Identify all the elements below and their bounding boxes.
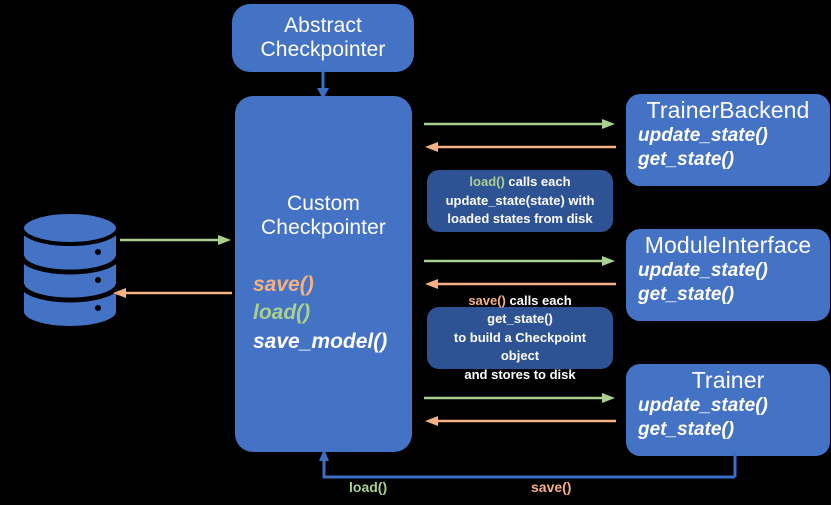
node-trainer[interactable]: Trainer update_state() get_state() [626,364,830,456]
arrow-green-to-trainer [424,392,616,406]
trainer-backend-title: TrainerBackend [646,97,810,123]
callout-save: save() calls each get_state() to build a… [427,293,613,382]
trainer-method-get-state[interactable]: get_state() [638,419,735,441]
trainer-backend-method-get-state[interactable]: get_state() [638,149,735,171]
abstract-checkpointer-title-line1: Abstract [284,14,362,38]
arrow-green-database-to-checkpointer [120,234,232,248]
method-save-model[interactable]: save_model() [253,329,388,353]
callout-load-line2: update_state(state) with [445,192,595,208]
custom-checkpointer-title: Custom Checkpointer [235,192,412,239]
trainer-methods: update_state() get_state() [626,394,830,443]
callout-load-keyword: load() [469,174,505,190]
connector-abstract-to-custom [310,70,336,100]
callout-save-text: save() calls each get_state() to build a… [435,292,605,384]
trainer-title: Trainer [691,367,765,393]
edge-label-load: load() [349,479,388,495]
callout-save-line3: and stores to disk [464,366,576,382]
module-interface-method-get-state[interactable]: get_state() [638,284,735,306]
module-interface-methods: update_state() get_state() [626,259,830,308]
database-cylinder-icon [18,210,122,330]
connector-trainer-to-custom-checkpointer [318,448,738,498]
node-module-interface[interactable]: ModuleInterface update_state() get_state… [626,229,830,321]
method-load[interactable]: load() [253,301,311,325]
module-interface-title: ModuleInterface [644,232,812,258]
arrow-green-to-module-interface [424,255,616,269]
arrow-orange-checkpointer-to-database [112,287,232,301]
abstract-checkpointer-title: Abstract Checkpointer [232,14,414,61]
callout-load-line3: loaded states from disk [447,211,593,227]
custom-checkpointer-title-line1: Custom [287,192,360,215]
arrow-orange-from-trainer [424,415,616,429]
trainer-backend-methods: update_state() get_state() [626,124,830,173]
callout-load-text: load() calls each update_state(state) wi… [446,173,595,228]
callout-load: load() calls each update_state(state) wi… [427,170,613,232]
arrow-green-to-trainer-backend [424,118,616,132]
callout-load-line1-rest: calls each [504,174,571,190]
callout-save-keyword: save() [468,292,506,308]
custom-checkpointer-title-line2: Checkpointer [261,215,386,239]
arrow-orange-from-trainer-backend [424,141,616,155]
module-interface-method-update-state[interactable]: update_state() [638,259,768,281]
custom-checkpointer-methods: save() load() save_model() [235,271,412,356]
edge-label-save: save() [531,479,572,495]
abstract-checkpointer-title-line2: Checkpointer [260,38,386,61]
trainer-method-update-state[interactable]: update_state() [638,394,768,416]
node-abstract-checkpointer[interactable]: Abstract Checkpointer [232,4,414,72]
trainer-backend-method-update-state[interactable]: update_state() [638,124,768,146]
arrow-orange-from-module-interface [424,278,616,292]
node-custom-checkpointer[interactable]: Custom Checkpointer save() load() save_m… [235,96,412,452]
callout-save-line2: to build a Checkpoint object [453,329,587,364]
method-save[interactable]: save() [253,273,314,297]
node-trainer-backend[interactable]: TrainerBackend update_state() get_state(… [626,94,830,186]
callout-save-line1-rest: calls each get_state() [487,292,572,327]
